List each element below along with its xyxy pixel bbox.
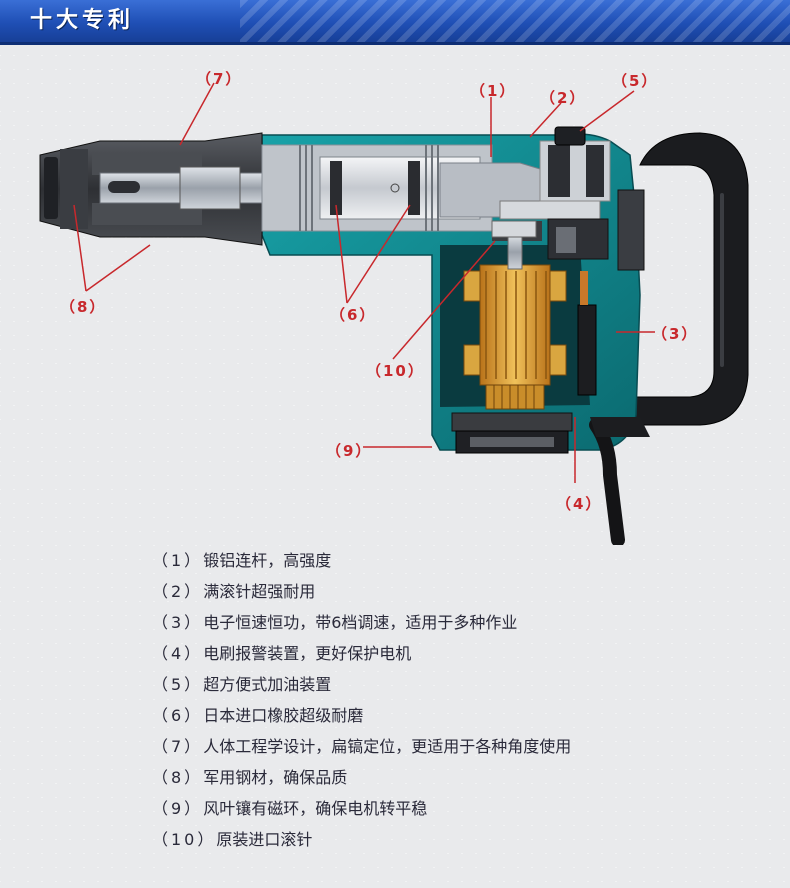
feature-item: （1）锻铝连杆，高强度 [152, 551, 332, 570]
callout-10: （10） [366, 362, 425, 380]
feature-list: （1）锻铝连杆，高强度 （2）满滚针超强耐用 （3）电子恒速恒功，带6档调速，适… [152, 545, 772, 855]
header-stripe-pattern [240, 0, 790, 42]
feature-item: （7）人体工程学设计，扁镐定位，更适用于各种角度使用 [152, 737, 572, 756]
feature-item: （5）超方便式加油装置 [152, 675, 332, 694]
feature-item: （10）原装进口滚针 [152, 830, 313, 849]
feature-item: （9）风叶镶有磁环，确保电机转平稳 [152, 799, 428, 818]
callout-9: （9） [326, 442, 373, 460]
callout-4: （4） [556, 495, 603, 513]
callout-8: （8） [60, 298, 107, 316]
feature-item: （4）电刷报警装置，更好保护电机 [152, 644, 412, 663]
callout-2: （2） [540, 89, 587, 107]
tool-cutaway-diagram [39, 82, 749, 545]
callout-1: （1） [470, 82, 517, 100]
section-header: 十大专利 [0, 0, 790, 45]
section-title: 十大专利 [30, 8, 135, 33]
callout-7: （7） [196, 70, 243, 88]
feature-item: （2）满滚针超强耐用 [152, 582, 316, 601]
callout-6: （6） [330, 306, 377, 324]
feature-item: （3）电子恒速恒功，带6档调速，适用于多种作业 [152, 613, 518, 632]
callout-5: （5） [612, 72, 659, 90]
feature-item: （6）日本进口橡胶超级耐磨 [152, 706, 364, 725]
feature-item: （8）军用钢材，确保品质 [152, 768, 348, 787]
callout-3: （3） [652, 325, 699, 343]
